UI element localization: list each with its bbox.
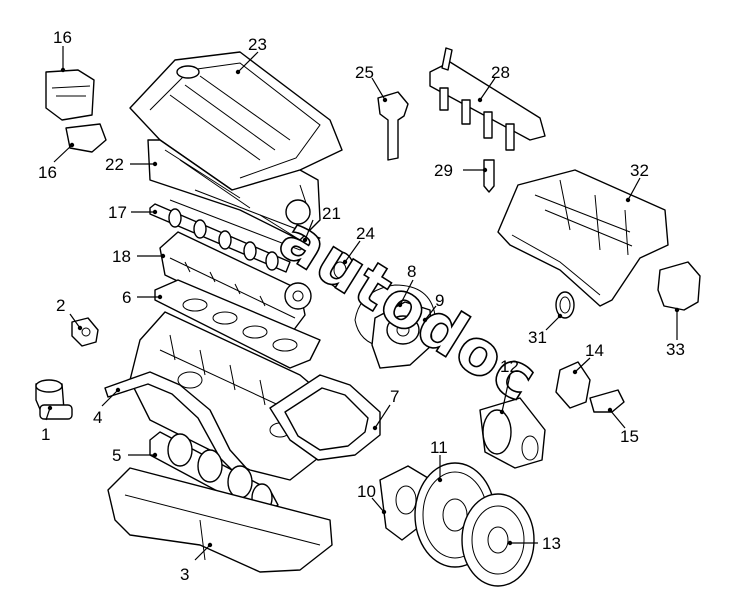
label-9: 9 xyxy=(435,291,444,310)
label-16: 16 xyxy=(53,28,72,47)
label-25: 25 xyxy=(355,63,374,82)
label-3: 3 xyxy=(180,565,189,584)
label-28: 28 xyxy=(491,63,510,82)
label-33: 33 xyxy=(666,340,685,359)
part-engine-block xyxy=(129,311,323,481)
label-4: 4 xyxy=(93,408,102,427)
part-oil-filter xyxy=(35,379,73,420)
label-24: 24 xyxy=(356,224,375,243)
part-cylinder-head-upper xyxy=(147,139,321,241)
label-32: 32 xyxy=(630,161,649,180)
callout-labels: 16 16 23 22 17 21 18 24 6 2 8 9 4 1 5 7 … xyxy=(38,28,685,584)
label-19: 18 xyxy=(112,247,131,266)
part-oil-pump xyxy=(371,301,433,369)
part-fuel-rail xyxy=(429,47,546,151)
part-head-gasket xyxy=(154,279,321,369)
label-2: 2 xyxy=(56,296,65,315)
label-12: 12 xyxy=(500,357,519,376)
part-cylinder-head xyxy=(159,231,312,336)
label-15: 15 xyxy=(620,427,639,446)
part-injector xyxy=(483,159,495,193)
label-29: 29 xyxy=(434,161,453,180)
part-timing-gasket xyxy=(269,374,381,461)
label-10: 10 xyxy=(357,482,376,501)
part-starter-motor xyxy=(479,397,546,469)
part-bracket-17 xyxy=(65,123,107,153)
part-oil-pan xyxy=(107,467,333,573)
part-crankshaft xyxy=(149,431,279,516)
part-bracket-14 xyxy=(555,361,591,409)
label-22: 22 xyxy=(105,155,124,174)
label-14: 14 xyxy=(585,341,604,360)
label-31: 31 xyxy=(528,328,547,347)
leaders xyxy=(45,46,680,561)
label-1: 1 xyxy=(41,425,50,444)
label-13: 13 xyxy=(542,534,561,553)
part-module-16 xyxy=(45,69,95,121)
part-seal-ring xyxy=(555,291,575,319)
part-ignition-coil xyxy=(377,91,409,161)
part-clutch-disc xyxy=(461,493,535,587)
part-gasket-21 xyxy=(169,189,322,251)
label-6: 6 xyxy=(122,288,131,307)
label-18: 17 xyxy=(108,203,127,222)
label-17: 16 xyxy=(38,163,57,182)
label-21: 21 xyxy=(322,204,341,223)
part-sensor-33 xyxy=(657,261,701,311)
label-5: 5 xyxy=(112,446,121,465)
label-8: 8 xyxy=(407,262,416,281)
part-bracket-15 xyxy=(589,389,625,413)
label-23: 23 xyxy=(248,35,267,54)
part-intake-manifold xyxy=(497,169,669,307)
part-cam-pulley xyxy=(325,251,355,289)
label-11: 11 xyxy=(430,438,448,457)
part-camshaft xyxy=(149,203,291,273)
label-7: 7 xyxy=(390,387,399,406)
